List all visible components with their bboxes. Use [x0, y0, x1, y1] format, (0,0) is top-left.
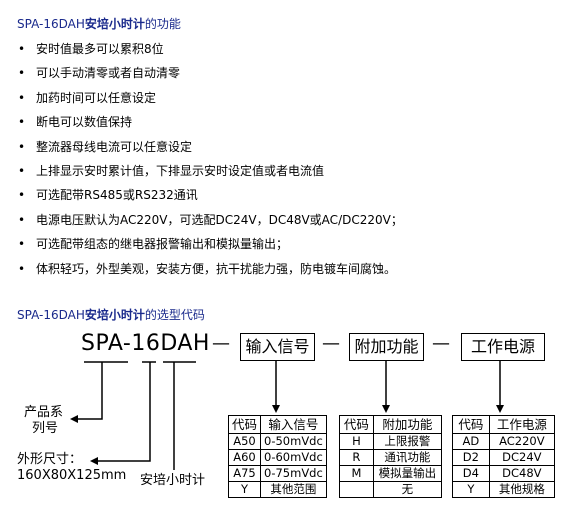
list-item: •可选配带组态的继电器报警输出和模拟量输出；: [18, 232, 558, 256]
bullet-icon: •: [18, 163, 26, 178]
bullet-icon: •: [18, 188, 26, 203]
list-item: •上排显示安时累计值，下排显示安时设定值或者电流值: [18, 159, 558, 183]
bullet-icon: •: [18, 237, 26, 252]
list-item: •体积轻巧，外型美观，安装方便，抗干扰能力强，防电镀车间腐蚀。: [18, 257, 558, 281]
bullet-icon: •: [18, 90, 26, 105]
list-item: •断电可以数值保持: [18, 110, 558, 134]
selection-heading: SPA-16DAH安培小时计的选型代码: [17, 306, 205, 323]
separator-dash: —: [322, 333, 340, 354]
power-supply-box: 工作电源: [461, 333, 545, 361]
extra-function-box: 附加功能: [349, 333, 424, 361]
list-item: •电源电压默认为AC220V，可选配DC24V，DC48V或AC/DC220V；: [18, 208, 558, 232]
heading-model: SPA-16DAH: [17, 308, 85, 322]
heading-suffix: 的选型代码: [144, 308, 205, 322]
separator-dash: —: [212, 333, 230, 354]
bullet-icon: •: [18, 66, 26, 81]
heading-product: 安培小时计: [84, 308, 145, 322]
size-label: 外形尺寸： 160X80X125mm: [17, 452, 127, 483]
list-item: •整流器母线电流可以任意设定: [18, 135, 558, 159]
list-item: •可选配带RS485或RS232通讯: [18, 183, 558, 207]
list-item: •可以手动清零或者自动清零: [18, 61, 558, 85]
heading-suffix: 的功能: [144, 17, 181, 31]
table-row: 无: [339, 481, 443, 498]
list-item: •加药时间可以任意设定: [18, 86, 558, 110]
heading-product: 安培小时计: [84, 17, 145, 31]
feature-list: •安时值最多可以累积8位 •可以手动清零或者自动清零 •加药时间可以任意设定 •…: [18, 37, 558, 281]
bullet-icon: •: [18, 115, 26, 130]
type-label: 安培小时计: [140, 473, 206, 488]
model-code: SPA-16DAH: [81, 331, 210, 356]
separator-dash: —: [432, 333, 450, 354]
bullet-icon: •: [18, 212, 26, 227]
bullet-icon: •: [18, 42, 26, 56]
input-signal-box: 输入信号: [240, 333, 315, 361]
heading-model: SPA-16DAH: [17, 17, 85, 31]
bullet-icon: •: [18, 139, 26, 154]
features-heading: SPA-16DAH安培小时计的功能: [17, 15, 181, 32]
bullet-icon: •: [18, 261, 26, 276]
list-item: •安时值最多可以累积8位: [18, 37, 558, 61]
series-label: 产品系 列号: [24, 405, 64, 436]
